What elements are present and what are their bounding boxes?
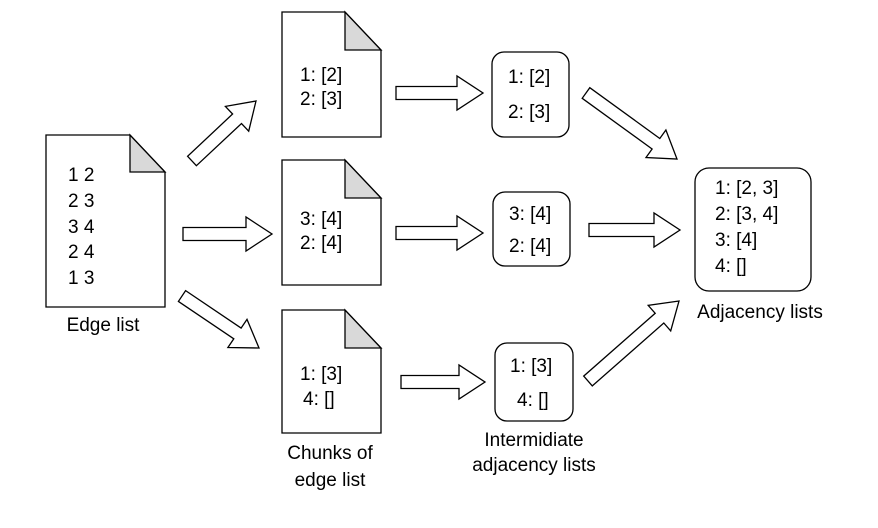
intermediate-1-line: 1: [2] [508,67,550,88]
arrow-intermediate-2-to-adjacency [588,211,682,249]
intermediate-caption: Intermidiate [484,430,583,451]
arrow-chunk-2-to-intermediate-2 [395,214,485,252]
arrow-edge-to-chunk-2 [182,215,274,253]
adjacency-line: 4: [] [715,256,747,277]
chunks-caption: Chunks of [287,443,373,464]
edge-list-line: 2 3 [68,191,94,212]
intermediate-2-line: 2: [4] [509,236,551,257]
arrow-edge-to-chunk-3 [177,289,260,349]
adjacency-caption: Adjacency lists [697,302,823,323]
chunk-document-2: 3: [4] 2: [4] [281,158,383,286]
chunk-1-line: 1: [2] [300,65,342,86]
chunk-2-line: 2: [4] [300,233,342,254]
arrow-chunk-3-to-intermediate-3 [400,363,487,401]
edge-list-line: 1 3 [68,268,94,289]
intermediate-box-3: 1: [3] 4: [] [494,342,574,422]
intermediate-3-line: 1: [3] [510,356,552,377]
intermediate-box-2: 3: [4] 2: [4] [492,191,571,267]
chunk-3-line: 1: [3] [300,364,342,385]
arrow-intermediate-1-to-adjacency [581,86,678,160]
chunks-caption: edge list [295,470,366,491]
chunk-2-line: 3: [4] [300,209,342,230]
intermediate-box-1: 1: [2] 2: [3] [491,51,570,138]
edge-list-document: 1 2 2 3 3 4 2 4 1 3 [45,133,167,308]
adjacency-lists-box: 1: [2, 3] 2: [3, 4] 3: [4] 4: [] [694,167,812,292]
intermediate-3-line: 4: [] [517,390,549,411]
chunk-1-line: 2: [3] [300,89,342,110]
arrow-layer [177,74,682,401]
intermediate-1-line: 2: [3] [508,102,550,123]
arrow-chunk-1-to-intermediate-1 [395,74,485,112]
chunk-document-3: 1: [3] 4: [] [281,308,383,434]
chunk-document-1: 1: [2] 2: [3] [281,10,383,138]
edge-list-line: 3 4 [68,217,95,238]
adjacency-line: 3: [4] [715,230,757,251]
adjacency-line: 1: [2, 3] [715,178,778,199]
edge-list-caption: Edge list [67,315,141,336]
chunk-3-line: 4: [] [303,389,335,410]
arrow-intermediate-3-to-adjacency [582,300,680,387]
edge-list-line: 1 2 [68,165,94,186]
arrow-edge-to-chunk-1 [186,100,257,167]
adjacency-line: 2: [3, 4] [715,204,778,225]
intermediate-2-line: 3: [4] [509,204,551,225]
intermediate-caption: adjacency lists [472,455,596,476]
edge-list-line: 2 4 [68,242,95,263]
